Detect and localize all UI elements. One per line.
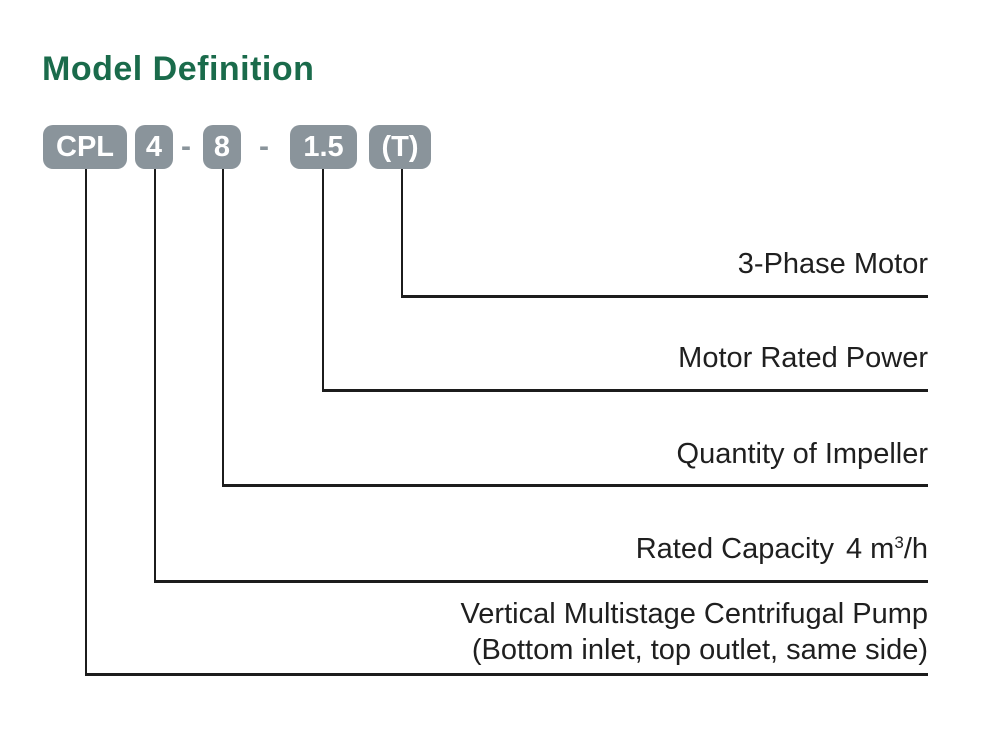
- code-box-series: CPL: [43, 125, 127, 169]
- connector-phase-vertical: [401, 169, 403, 298]
- connector-power-horizontal: [322, 389, 928, 392]
- callout-rated-capacity: Rated Capacity 4 m3/h: [636, 533, 928, 566]
- callout-quantity-of-impeller: Quantity of Impeller: [676, 438, 928, 470]
- connector-impeller-horizontal: [222, 484, 928, 487]
- rated-capacity-superscript: 3: [894, 533, 904, 552]
- rated-capacity-value: 4 m: [846, 533, 895, 565]
- connector-power-vertical: [322, 169, 324, 392]
- code-box-phase: (T): [369, 125, 431, 169]
- callout-pump-type: Vertical Multistage Centrifugal Pump (Bo…: [461, 596, 928, 668]
- rated-capacity-label: Rated Capacity: [635, 533, 834, 565]
- pump-type-line1: Vertical Multistage Centrifugal Pump: [460, 598, 928, 630]
- connector-series-horizontal: [85, 673, 928, 676]
- code-box-capacity-label: 4: [145, 130, 163, 163]
- code-separator-hyphen: -: [181, 130, 191, 163]
- code-box-series-label: CPL: [56, 130, 114, 163]
- code-box-phase-label: (T): [381, 130, 419, 163]
- code-box-power: 1.5: [290, 125, 357, 169]
- code-box-impeller-label: 8: [213, 130, 231, 163]
- page-title: Model Definition: [42, 50, 315, 88]
- code-separator-hyphen: -: [259, 130, 269, 163]
- connector-capacity-vertical: [154, 169, 156, 583]
- connector-capacity-horizontal: [154, 580, 928, 583]
- connector-impeller-vertical: [222, 169, 224, 487]
- callout-phase-motor: 3-Phase Motor: [737, 248, 928, 280]
- connector-phase-horizontal: [401, 295, 928, 298]
- pump-type-line2: (Bottom inlet, top outlet, same side): [471, 634, 928, 666]
- code-box-impeller: 8: [203, 125, 241, 169]
- code-box-power-label: 1.5: [303, 130, 344, 163]
- connector-series-vertical: [85, 169, 87, 676]
- rated-capacity-unit: /h: [903, 533, 928, 565]
- code-box-capacity: 4: [135, 125, 173, 169]
- callout-motor-rated-power: Motor Rated Power: [678, 342, 928, 374]
